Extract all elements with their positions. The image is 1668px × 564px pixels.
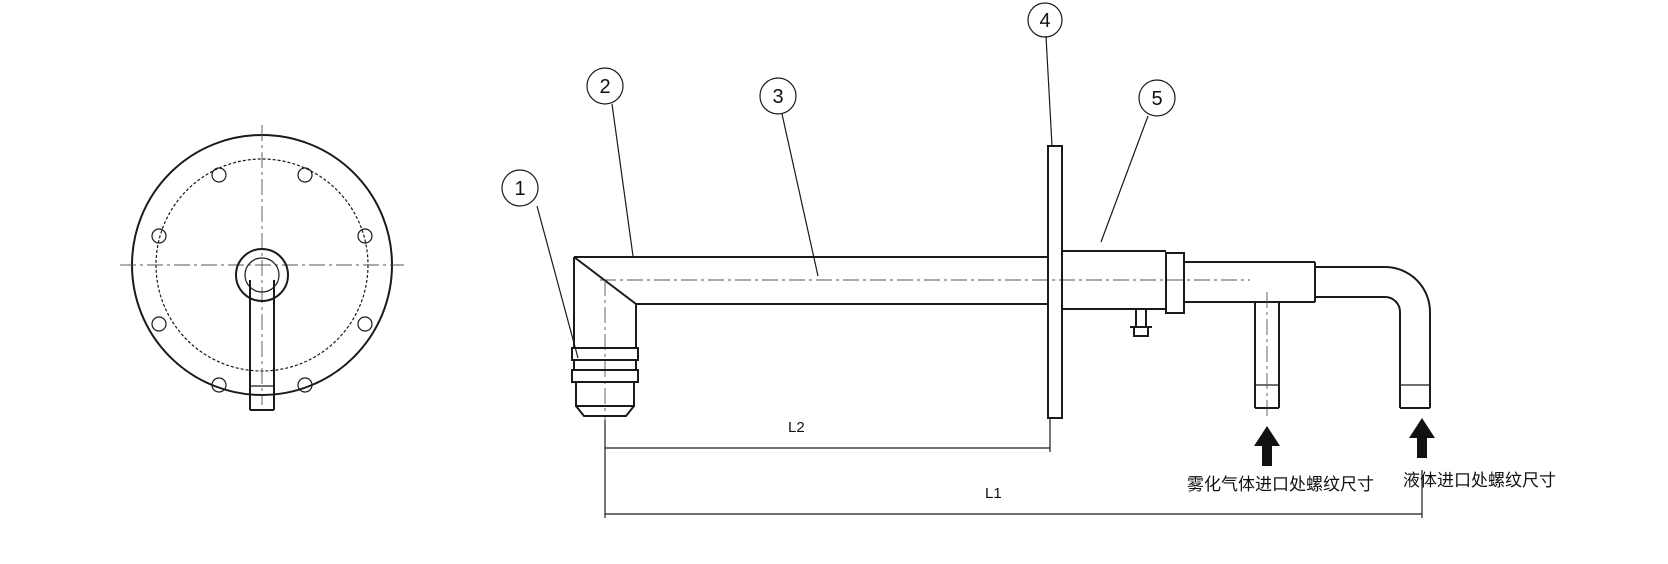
tip-end — [575, 405, 635, 417]
bolt-hole — [211, 167, 227, 183]
callout-4: 4 — [1027, 2, 1063, 38]
leader-2 — [611, 103, 634, 257]
leader-5 — [1100, 115, 1149, 243]
gas-inlet-pipe — [1254, 292, 1280, 416]
bolt-hole — [211, 377, 227, 393]
callout-number: 5 — [1151, 88, 1162, 110]
callout-number: 1 — [514, 178, 525, 200]
liquid-elbow-outer — [1384, 266, 1431, 408]
liquid-elbow-inner — [1384, 296, 1401, 408]
leader-3 — [781, 113, 819, 277]
callout-circle — [501, 169, 539, 207]
bolt-hole — [151, 228, 167, 244]
leader-1 — [536, 205, 579, 359]
bolt-hole — [357, 228, 373, 244]
nozzle-side-view: L2 L1 雾化气体进口处螺纹尺寸 液体进口处螺纹尺寸 1 — [501, 2, 1556, 518]
callout-circle — [586, 67, 624, 105]
drain-plug — [1133, 326, 1149, 337]
nozzle-tip — [571, 347, 639, 417]
bolt-hole — [357, 316, 373, 332]
liquid-arrow-head — [1409, 418, 1435, 438]
gas-arrow-head — [1254, 426, 1280, 446]
mounting-flange — [1047, 145, 1063, 419]
dimension-l2: L2 — [604, 418, 1051, 452]
bolt-holes — [151, 167, 373, 393]
gas-inlet-note: 雾化气体进口处螺纹尺寸 — [1187, 475, 1374, 495]
callout-3: 3 — [759, 77, 797, 115]
dimension-l1: L1 — [604, 452, 1423, 518]
l2-label: L2 — [788, 419, 805, 436]
gas-arrow-shaft — [1262, 444, 1272, 466]
leader-4 — [1045, 35, 1053, 147]
liquid-inlet-pipe — [1315, 266, 1431, 409]
coupling-nut — [1165, 252, 1185, 314]
gas-inlet-arrow — [1254, 426, 1280, 466]
callout-1: 1 — [501, 169, 539, 207]
bolt-hole — [297, 167, 313, 183]
callout-circle — [1027, 2, 1063, 38]
tip-body — [575, 381, 635, 407]
pipe-outer-ring — [235, 248, 289, 302]
callout-5: 5 — [1138, 79, 1176, 117]
liquid-inlet-arrow — [1409, 418, 1435, 458]
bolt-hole — [297, 377, 313, 393]
rear-tube — [1062, 250, 1316, 337]
l1-label: L1 — [985, 485, 1002, 502]
liquid-inlet-note: 液体进口处螺纹尺寸 — [1403, 471, 1556, 491]
drain-fitting — [1135, 308, 1147, 328]
callout-number: 3 — [772, 86, 783, 108]
callout-circle — [1138, 79, 1176, 117]
callout-number: 4 — [1039, 10, 1050, 32]
barrel — [574, 256, 1250, 305]
bolt-hole — [151, 316, 167, 332]
liquid-arrow-shaft — [1417, 436, 1427, 458]
callout-number: 2 — [599, 76, 610, 98]
callout-2: 2 — [586, 67, 624, 105]
end-view-pipe — [235, 248, 289, 411]
elbow-head — [573, 256, 637, 420]
pipe-inner-ring — [244, 257, 280, 293]
flange-end-view — [120, 125, 404, 411]
callout-circle — [759, 77, 797, 115]
